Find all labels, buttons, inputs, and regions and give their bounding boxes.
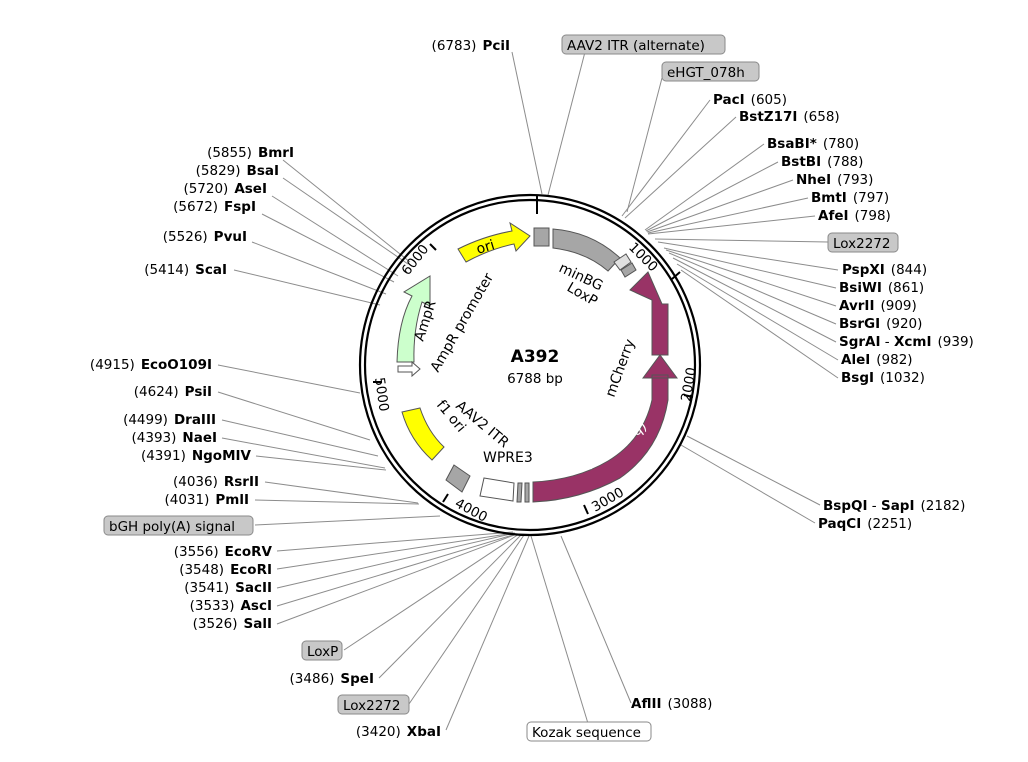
- right-sites: PacI(605) BstZ17I(658) BsaBI*(780) BstBI…: [631, 92, 974, 712]
- svg-text:eHGT_078h: eHGT_078h: [667, 65, 745, 81]
- loxp-bottom-feature: [516, 482, 523, 503]
- site-ecoo109i: (4915)EcoO109I: [90, 357, 212, 373]
- site-alei: AleI(982): [841, 352, 913, 368]
- loxp-feature: [620, 262, 637, 278]
- box-lox2272-right: Lox2272: [827, 232, 899, 253]
- site-fspi: (5672)FspI: [173, 199, 256, 215]
- site-ecorv: (3556)EcoRV: [174, 544, 273, 560]
- wpre3-label: WPRE3: [483, 450, 533, 466]
- site-spei: (3486)SpeI: [290, 671, 374, 687]
- wpre3-feature: [479, 477, 515, 502]
- site-sali: (3526)SalI: [193, 616, 272, 632]
- svg-text:LoxP: LoxP: [307, 644, 338, 660]
- box-bgh-polya: bGH poly(A) signal: [103, 515, 254, 536]
- ampr-promoter-label: AmpR promoter: [428, 270, 498, 375]
- svg-text:bGH poly(A) signal: bGH poly(A) signal: [109, 519, 235, 535]
- left-sites: (6783)PciI (5855)BmrI (5829)BsaI (5720)A…: [90, 38, 510, 740]
- site-xbai: (3420)XbaI: [356, 724, 441, 740]
- svg-text:Lox2272: Lox2272: [833, 236, 890, 252]
- svg-text:AAV2 ITR (alternate): AAV2 ITR (alternate): [567, 38, 705, 54]
- mcherry-feature: [629, 271, 669, 356]
- site-bmri: (5855)BmrI: [207, 145, 294, 161]
- site-bsrgi: BsrGI(920): [839, 316, 922, 332]
- site-sgrai-xcmi: SgrAI - XcmI(939): [839, 334, 974, 350]
- box-ehgt: eHGT_078h: [661, 61, 760, 82]
- site-paci: PacI(605): [713, 92, 787, 108]
- site-bmti: BmtI(797): [811, 190, 889, 206]
- site-nhei: NheI(793): [796, 172, 873, 188]
- site-naei: (4393)NaeI: [132, 430, 217, 446]
- box-loxp: LoxP: [301, 640, 343, 661]
- aav2-itr-feature: [445, 464, 471, 493]
- tick-4000: 4000: [452, 495, 490, 525]
- svg-text:Lox2272: Lox2272: [343, 698, 400, 714]
- site-rsrii: (4036)RsrII: [173, 474, 259, 490]
- minbg-feature: [613, 253, 632, 271]
- box-kozak: Kozak sequence: [526, 721, 652, 742]
- tick-marks: [373, 195, 694, 515]
- hm3d-feature: [532, 354, 678, 503]
- lox2272-bottom-feature: [524, 482, 530, 503]
- site-paqci: PaqCI(2251): [818, 516, 912, 532]
- site-bstbi: BstBI(788): [781, 154, 863, 170]
- ampr-promoter-feature: [397, 360, 421, 378]
- site-bsai: (5829)BsaI: [196, 163, 279, 179]
- site-bsgi: BsgI(1032): [841, 370, 925, 386]
- tick-2000: 2000: [678, 366, 700, 403]
- site-pspxi: PspXI(844): [842, 262, 927, 278]
- site-bsiwi: BsiWI(861): [839, 280, 924, 296]
- feature-boxes: AAV2 ITR (alternate) eHGT_078h Lox2272 b…: [103, 34, 899, 742]
- svg-text:Kozak sequence: Kozak sequence: [532, 725, 641, 741]
- site-afei: AfeI(798): [818, 208, 891, 224]
- box-aav2-itr-alternate: AAV2 ITR (alternate): [561, 34, 726, 55]
- box-lox2272-bottom: Lox2272: [337, 694, 410, 715]
- ori-feature: [457, 221, 531, 263]
- site-pcii: (6783)PciI: [432, 38, 510, 54]
- site-ecori: (3548)EcoRI: [179, 562, 272, 578]
- site-pmli: (4031)PmlI: [164, 492, 249, 508]
- ehgt-feature: [552, 228, 621, 272]
- ori-label: ori: [474, 237, 496, 258]
- site-asei: (5720)AseI: [183, 181, 267, 197]
- ampr-feature: [396, 275, 431, 363]
- plasmid-size: 6788 bp: [507, 371, 563, 387]
- site-bstz17i: BstZ17I(658): [739, 109, 840, 125]
- tick-5000: 5000: [371, 376, 392, 412]
- backbone: [358, 193, 702, 537]
- f1-ori-feature: [401, 407, 445, 461]
- aav2-itr-alternate-feature: [533, 227, 550, 247]
- site-ngomiv: (4391)NgoMIV: [141, 448, 252, 464]
- site-sacii: (3541)SacII: [184, 580, 272, 596]
- site-scai: (5414)ScaI: [144, 262, 227, 278]
- site-aflii: AflII(3088): [631, 696, 712, 712]
- leader-lines: [217, 51, 839, 731]
- site-psii: (4624)PsiI: [134, 384, 212, 400]
- features: [396, 221, 678, 503]
- site-pvui: (5526)PvuI: [163, 229, 247, 245]
- site-bsabi: BsaBI*(780): [767, 136, 859, 152]
- plasmid-name: A392: [511, 347, 560, 367]
- mcherry-label: mCherry: [603, 337, 639, 399]
- site-draiii: (4499)DraIII: [123, 412, 216, 428]
- site-asci: (3533)AscI: [190, 598, 272, 614]
- site-bspqi-sapi: BspQI - SapI(2182): [823, 498, 965, 514]
- site-avrii: AvrII(909): [839, 298, 917, 314]
